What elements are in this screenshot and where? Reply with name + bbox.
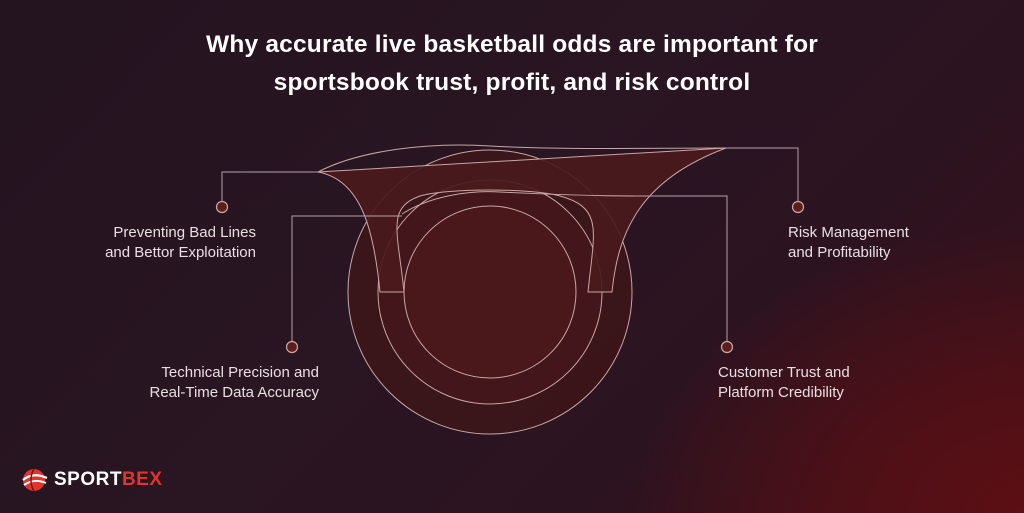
page-title: Why accurate live basketball odds are im… bbox=[0, 26, 1024, 102]
logo-wordmark: SPORTBEX bbox=[54, 469, 163, 491]
dot-risk bbox=[791, 200, 805, 214]
sportbex-ball-icon bbox=[22, 468, 48, 492]
label-trust: Customer Trust and Platform Credibility bbox=[718, 363, 850, 403]
connector-trust bbox=[635, 195, 728, 341]
sportbex-logo: SPORTBEX bbox=[20, 466, 163, 494]
connector-technical bbox=[291, 215, 402, 341]
connector-bad-lines bbox=[221, 171, 318, 201]
label-risk-line-2: and Profitability bbox=[788, 244, 891, 261]
label-technical-line-2: Real-Time Data Accuracy bbox=[149, 384, 320, 401]
logo-wordmark-bex: BEX bbox=[121, 469, 163, 490]
inner-ring bbox=[403, 205, 577, 379]
logo-wordmark-sport: SPORT bbox=[54, 469, 122, 490]
label-bad-lines-line-1: Preventing Bad Lines bbox=[113, 224, 256, 241]
label-technical: Technical Precision and Real-Time Data A… bbox=[150, 363, 320, 403]
title-line-1: Why accurate live basketball odds are im… bbox=[206, 31, 818, 58]
label-bad-lines-line-2: and Bettor Exploitation bbox=[105, 244, 256, 261]
funnel-band bbox=[317, 147, 727, 293]
label-trust-line-1: Customer Trust and bbox=[718, 364, 850, 381]
dot-bad-lines bbox=[215, 200, 229, 214]
label-risk-line-1: Risk Management bbox=[788, 224, 909, 241]
dot-technical bbox=[285, 340, 299, 354]
label-bad-lines: Preventing Bad Lines and Bettor Exploita… bbox=[105, 223, 256, 263]
dot-trust bbox=[720, 340, 734, 354]
title-line-2: sportsbook trust, profit, and risk contr… bbox=[273, 69, 751, 96]
funnel-arc-inner bbox=[401, 191, 636, 215]
label-technical-line-1: Technical Precision and bbox=[161, 364, 319, 381]
funnel-arc-top bbox=[317, 144, 727, 173]
connector-risk bbox=[726, 147, 799, 201]
label-risk: Risk Management and Profitability bbox=[788, 223, 909, 263]
label-trust-line-2: Platform Credibility bbox=[718, 384, 844, 401]
